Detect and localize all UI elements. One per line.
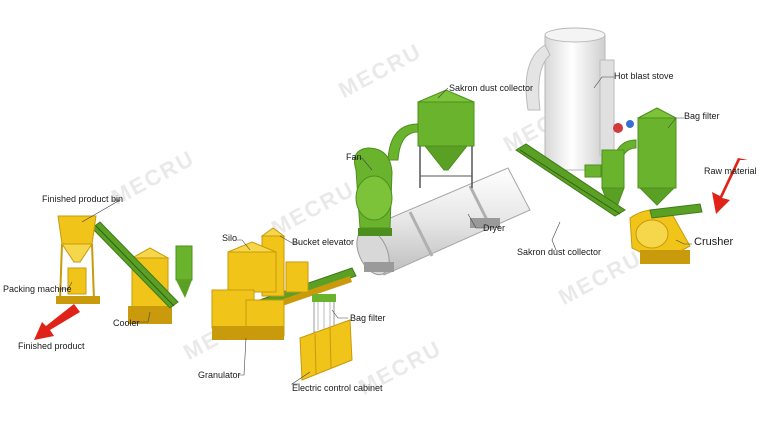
label-packing-machine: Packing machine	[3, 284, 72, 294]
label-raw-material: Raw material	[704, 166, 757, 176]
crusher	[629, 203, 703, 264]
rotary-dryer	[356, 167, 531, 276]
label-bucket-elevator: Bucket elevator	[292, 237, 355, 247]
label-hot-blast-stove: Hot blast stove	[614, 71, 674, 81]
leader-lines	[58, 76, 692, 385]
label-fan: Fan	[346, 152, 362, 162]
label-cooler: Cooler	[113, 318, 140, 328]
granulator-group	[211, 227, 309, 340]
label-finished-product: Finished product	[18, 341, 85, 351]
belt-conveyor-left	[91, 221, 179, 309]
label-sakron-dust-collector-top: Sakron dust collector	[449, 83, 534, 93]
label-bag-filter-top: Bag filter	[684, 111, 720, 121]
raw-material-arrow	[712, 158, 748, 214]
label-bag-filter-bottom: Bag filter	[350, 313, 386, 323]
belt-conveyor-right	[515, 143, 626, 217]
label-electric-control-cabinet: Electric control cabinet	[292, 383, 383, 393]
finished-product-arrow	[34, 304, 80, 340]
electric-control-cabinet	[299, 319, 353, 381]
sakron-dust-collector-bottom	[584, 149, 625, 213]
label-finished-product-bin: Finished product bin	[42, 194, 124, 204]
label-sakron-dust-collector-bottom: Sakron dust collector	[517, 247, 602, 257]
label-granulator: Granulator	[198, 370, 241, 380]
bag-filter-bottom	[312, 294, 336, 333]
label-silo: Silo	[222, 233, 238, 243]
label-dryer: Dryer	[483, 223, 505, 233]
fan	[354, 147, 393, 236]
finished-product-bin	[56, 215, 100, 304]
sakron-dust-collector-top	[387, 89, 475, 188]
label-crusher: Crusher	[694, 236, 734, 248]
